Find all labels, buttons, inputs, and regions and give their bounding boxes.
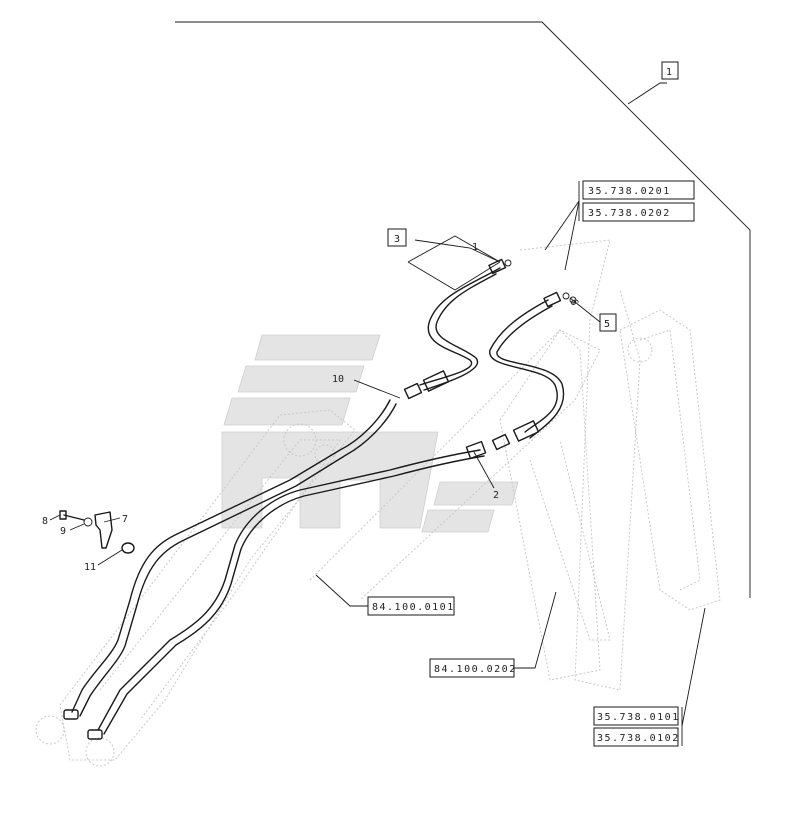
callout-10: 10 — [332, 374, 401, 399]
svg-text:6: 6 — [567, 298, 579, 307]
callout-7: 7 — [103, 514, 128, 525]
callout-9: 9 — [60, 523, 85, 537]
ref-leader-top — [544, 200, 580, 251]
callout-6: 6 — [567, 298, 579, 307]
bucket-cylinder-outline — [619, 309, 721, 611]
callout-top: 1 — [666, 67, 672, 78]
ref-35-738-0201[interactable]: 35.738.0201 — [582, 180, 695, 200]
boom-pipes — [63, 399, 487, 740]
callout-2: 2 — [473, 451, 499, 501]
ref-leader-top-2 — [564, 200, 580, 271]
assembly-leader: 1 — [175, 21, 751, 598]
svg-text:2: 2 — [493, 490, 499, 501]
svg-text:35.738.0101: 35.738.0101 — [597, 712, 680, 723]
clamp-detail — [59, 510, 135, 554]
callout-1: 1 — [407, 235, 501, 291]
hose-upper — [419, 267, 501, 391]
svg-text:11: 11 — [84, 562, 96, 573]
hose-lower — [489, 299, 565, 439]
svg-text:7: 7 — [122, 514, 128, 525]
svg-text:35.738.0102: 35.738.0102 — [597, 733, 680, 744]
ref-84-100-0202[interactable]: 84.100.0202 — [429, 591, 557, 678]
svg-text:1: 1 — [472, 242, 478, 253]
svg-text:35.738.0201: 35.738.0201 — [588, 186, 671, 197]
boom-outline — [35, 329, 601, 767]
ref-35-738-0202[interactable]: 35.738.0202 — [582, 202, 695, 222]
svg-text:84.100.0202: 84.100.0202 — [434, 664, 517, 675]
ref-84-100-0101[interactable]: 84.100.0101 — [315, 574, 455, 616]
svg-text:10: 10 — [332, 374, 344, 385]
svg-text:9: 9 — [60, 526, 66, 537]
arm-outline — [499, 239, 641, 691]
svg-text:84.100.0101: 84.100.0101 — [372, 602, 455, 613]
hose-fittings — [403, 258, 577, 451]
svg-text:8: 8 — [42, 516, 48, 527]
svg-text:35.738.0202: 35.738.0202 — [588, 208, 671, 219]
ref-35-738-0101[interactable]: 35.738.0101 — [593, 706, 680, 726]
ref-leader-bottom — [681, 607, 706, 727]
callout-5: 5 — [569, 297, 617, 332]
watermark-logo — [221, 334, 519, 533]
callout-8: 8 — [42, 514, 61, 527]
ref-35-738-0102[interactable]: 35.738.0102 — [593, 727, 680, 747]
svg-text:3: 3 — [394, 234, 400, 245]
callout-3: 3 — [387, 228, 407, 247]
callout-11: 11 — [84, 549, 123, 573]
svg-text:5: 5 — [604, 319, 610, 330]
